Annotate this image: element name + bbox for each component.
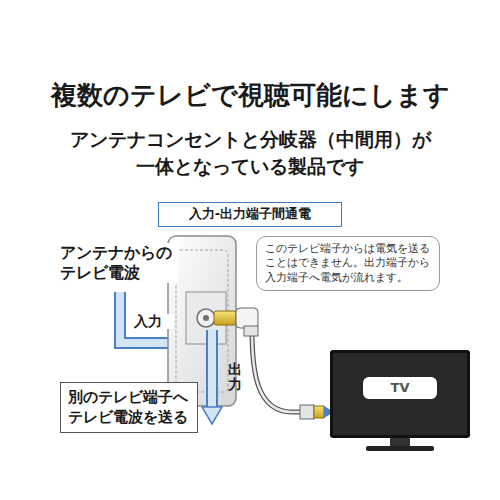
banner-box: 入力-出力端子間通電 <box>158 202 342 227</box>
node-text: 入力-出力端子間通電 <box>165 206 335 223</box>
terminal <box>197 309 215 327</box>
source-label: アンテナからのテレビ電波 <box>60 243 178 283</box>
output-arrow <box>202 329 222 424</box>
subtitle: アンテナコンセントと分岐器（中間用）が 一体となっている製品です <box>60 126 440 179</box>
tv-label: TV <box>363 377 437 399</box>
output-label: 出力 <box>228 362 242 393</box>
title: 複数のテレビで視聴可能にします <box>0 78 500 113</box>
tv-stand <box>366 438 434 451</box>
note-box: 別のテレビ端子へテレビ電波を送る <box>60 382 198 433</box>
terminal-pin <box>203 315 209 321</box>
note-callout: このテレビ端子からは電気を送ることはできません。出力端子から入力端子へ電気が流れ… <box>256 236 440 291</box>
input-label: 入力 <box>134 314 174 329</box>
node-text: このテレビ端子からは電気を送ることはできません。出力端子から入力端子へ電気が流れ… <box>265 242 431 285</box>
cable <box>214 308 334 419</box>
tv-screen: TV <box>330 350 470 438</box>
wall-plate <box>168 236 236 406</box>
node-text: 別のテレビ端子へテレビ電波を送る <box>68 388 190 427</box>
